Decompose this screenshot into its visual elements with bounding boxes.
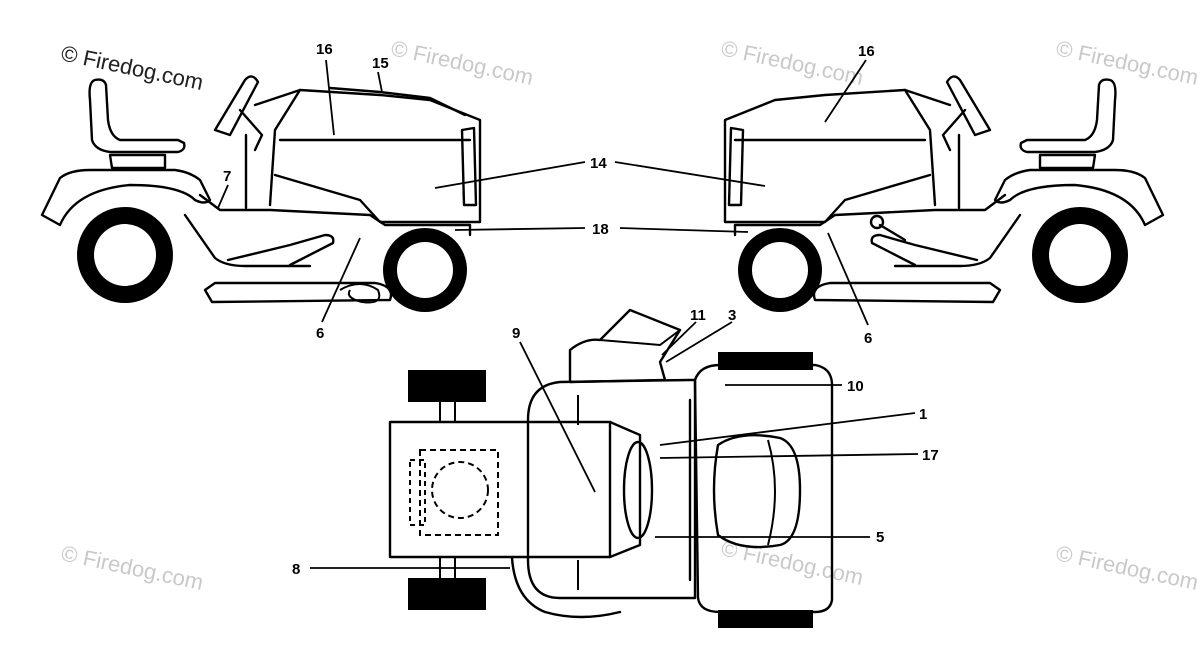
callout-16-left: 16: [316, 41, 333, 58]
rear-fender-top: [693, 363, 834, 614]
leader-17: [659, 453, 919, 459]
callout-18: 18: [592, 221, 609, 238]
lever-knob: [869, 214, 885, 230]
seat-base: [1038, 153, 1097, 170]
callout-11: 11: [690, 307, 706, 324]
callout-17: 17: [922, 447, 939, 464]
frame-top: [733, 193, 1007, 237]
leader-7: [217, 184, 229, 209]
steering-column: [238, 108, 264, 152]
watermark-text: © Firedog.com: [59, 540, 206, 595]
leader-6-left: [321, 237, 361, 323]
steering-column: [941, 108, 967, 152]
hood-top: [388, 420, 612, 559]
rear-fender: [993, 168, 1165, 227]
footrest: [870, 233, 979, 267]
footrest: [226, 233, 335, 267]
seat: [88, 78, 186, 154]
leader-15: [377, 71, 383, 93]
seat: [1019, 78, 1117, 154]
callout-14: 14: [590, 155, 607, 172]
callout-10: 10: [847, 378, 864, 395]
front-wheel-top: [408, 370, 486, 402]
tractor-side-view-left: [40, 75, 482, 312]
dash: [253, 88, 302, 207]
hood: [723, 88, 932, 224]
lift-lever: [878, 223, 907, 242]
frame-lower: [893, 213, 1022, 268]
callouts: 16 15 7 6 14 18 16 6 9 11 3 10 1 17 5 8: [223, 41, 939, 578]
body-top: [526, 378, 697, 600]
leader-16-left: [325, 59, 335, 136]
front-wheel-bottom: [408, 578, 486, 610]
frame-top: [198, 193, 472, 237]
chute-edge: [599, 329, 681, 347]
leader-16-right: [824, 59, 867, 123]
grille: [460, 126, 478, 207]
leader-3: [665, 321, 733, 363]
callout-9: 9: [512, 325, 520, 342]
steering-wheel: [213, 75, 260, 137]
discharge-chute: [568, 308, 682, 384]
leader-1: [659, 412, 916, 446]
watermark-text: © Firedog.com: [1054, 35, 1200, 90]
watermark-text: © Firedog.com: [719, 535, 866, 590]
hood-top-edge: [328, 86, 467, 117]
seat-top: [712, 434, 802, 549]
seat-back: [767, 439, 776, 546]
leader-18-right: [619, 227, 749, 233]
leader-14-right: [614, 161, 766, 187]
callout-3: 3: [728, 307, 736, 324]
tractor-top-view: [388, 308, 834, 628]
watermark-text: © Firedog.com: [1054, 540, 1200, 595]
callout-15: 15: [372, 55, 389, 72]
engine-outline: [419, 449, 499, 536]
leader-14-left: [434, 161, 586, 189]
grille: [727, 126, 745, 207]
callout-7: 7: [223, 168, 231, 185]
dash-oval: [622, 440, 654, 540]
dash: [903, 88, 952, 207]
deck-edge: [510, 556, 622, 619]
tractor-side-view-right: [723, 75, 1165, 312]
callout-5: 5: [876, 529, 884, 546]
leader-9: [519, 341, 596, 493]
leader-11: [661, 321, 697, 356]
hood-rear: [608, 420, 642, 559]
callout-16-right: 16: [858, 43, 875, 60]
rear-wheel-hub: [1049, 224, 1111, 286]
rear-fender: [40, 168, 212, 227]
rear-wheel-bottom: [718, 610, 813, 628]
rear-wheel-hub: [94, 224, 156, 286]
watermarks: © Firedog.com © Firedog.com © Firedog.co…: [59, 35, 1200, 595]
front-wheel-hub: [752, 242, 808, 298]
leader-lines: [217, 59, 919, 569]
copyright-watermark: © Firedog.com: [59, 40, 206, 95]
callout-6-right: 6: [864, 330, 872, 347]
steering-wheel: [945, 75, 992, 137]
callout-6-left: 6: [316, 325, 324, 342]
watermark-text: © Firedog.com: [719, 35, 866, 90]
watermark-text: © Firedog.com: [389, 35, 536, 90]
leader-18-left: [454, 227, 586, 231]
seat-base: [108, 153, 167, 170]
rear-wheel-top: [718, 352, 813, 370]
engine-circle: [431, 461, 489, 519]
mower-deck: [203, 281, 393, 304]
hood: [273, 88, 482, 224]
frame-lower: [183, 213, 312, 268]
mower-deck: [812, 281, 1002, 304]
engine-side: [409, 459, 426, 526]
leader-6-right: [827, 232, 869, 326]
callout-8: 8: [292, 561, 300, 578]
callout-1: 1: [919, 406, 927, 423]
front-wheel-hub: [397, 242, 453, 298]
deck-cable: [339, 283, 381, 304]
